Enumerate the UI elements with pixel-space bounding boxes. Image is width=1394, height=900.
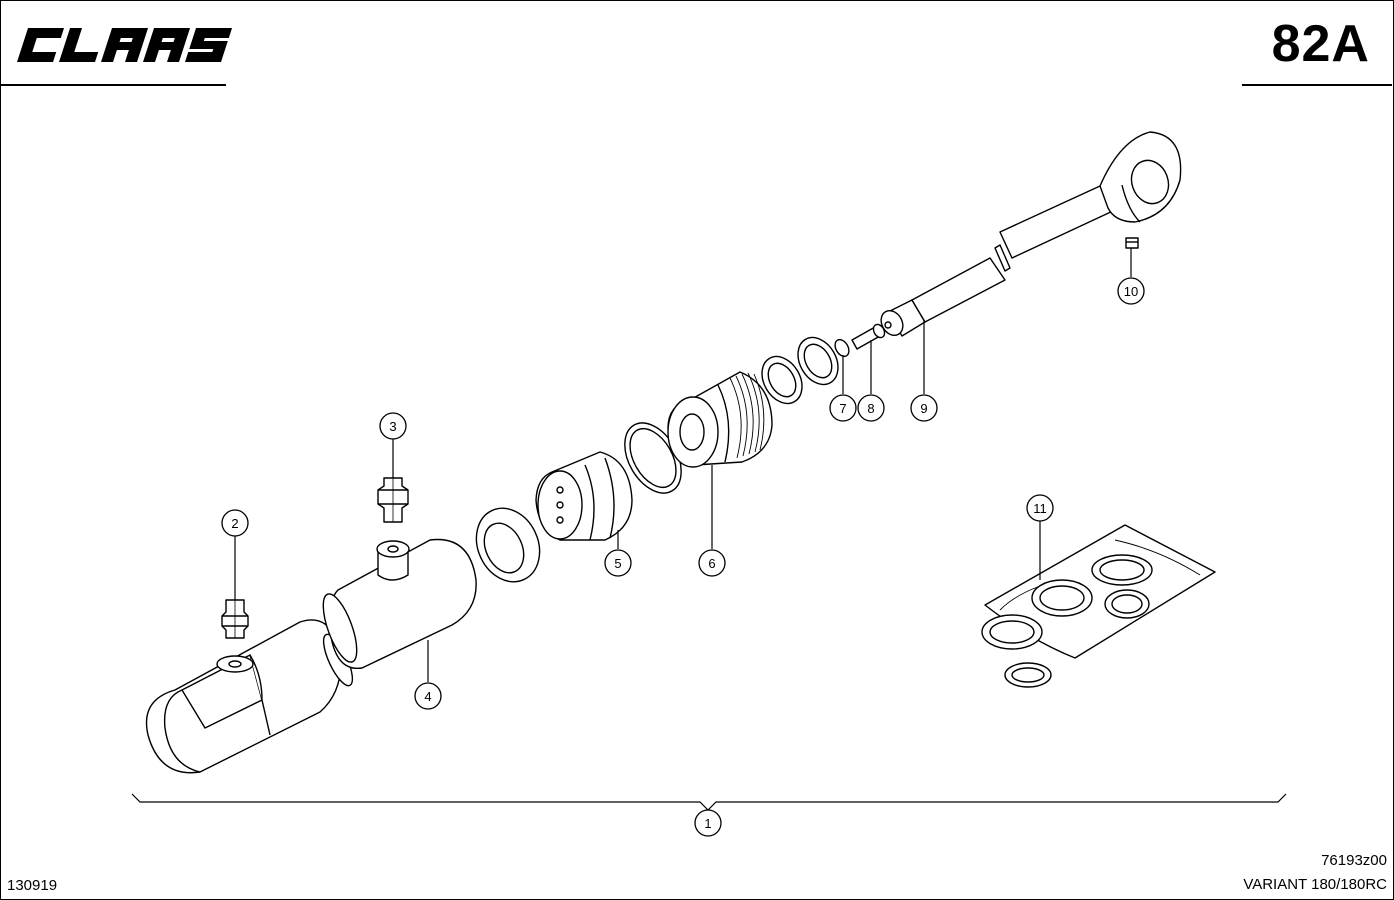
small-ring-part-7	[834, 338, 850, 358]
svg-text:5: 5	[614, 556, 621, 571]
callout-9: 9	[910, 394, 938, 422]
seal-kit-part-11	[981, 524, 1216, 688]
svg-text:3: 3	[389, 419, 396, 434]
grease-nipple-part-10	[1125, 237, 1139, 249]
seal-ring-a	[761, 355, 803, 405]
cylinder-base-part	[145, 619, 354, 774]
guide-ring-part	[475, 507, 541, 583]
header-rule-left	[0, 84, 226, 86]
callouts: 1 2 3 4 5 6 7 8	[221, 277, 1145, 837]
svg-text:9: 9	[920, 401, 927, 416]
leader-lines	[131, 248, 1287, 811]
footer-drawing-code: 76193z00	[1321, 852, 1387, 869]
svg-text:6: 6	[708, 556, 715, 571]
seal-ring-b	[797, 336, 839, 386]
callout-3: 3	[379, 412, 407, 440]
claas-logo-graphic	[17, 28, 233, 62]
callout-10: 10	[1117, 277, 1145, 305]
footer-left-code: 130919	[7, 877, 58, 894]
header-rule-right	[1242, 84, 1392, 86]
fitting-part-2	[221, 599, 249, 639]
svg-text:8: 8	[867, 401, 874, 416]
piston-rod-part-9	[880, 131, 1182, 337]
callout-6: 6	[698, 549, 726, 577]
piston-part-5	[535, 451, 633, 541]
svg-text:11: 11	[1033, 501, 1047, 516]
callout-8: 8	[857, 394, 885, 422]
footer-model: VARIANT 180/180RC	[1243, 876, 1387, 893]
svg-text:4: 4	[424, 689, 431, 704]
cylinder-tube-part	[322, 538, 477, 669]
callout-7: 7	[829, 394, 857, 422]
callout-4: 4	[414, 682, 442, 710]
callout-2: 2	[221, 509, 249, 537]
svg-text:10: 10	[1124, 284, 1138, 299]
claas-logo	[12, 22, 234, 68]
fitting-part-3	[377, 477, 409, 523]
callout-11: 11	[1026, 494, 1054, 522]
callout-5: 5	[604, 549, 632, 577]
svg-text:2: 2	[231, 516, 238, 531]
gland-part-6	[667, 371, 773, 468]
svg-text:1: 1	[704, 816, 711, 831]
svg-text:7: 7	[839, 401, 846, 416]
page-number: 82A	[1271, 15, 1370, 73]
pin-part-8	[851, 323, 886, 350]
callout-1: 1	[694, 809, 722, 837]
o-ring-part	[624, 422, 682, 494]
